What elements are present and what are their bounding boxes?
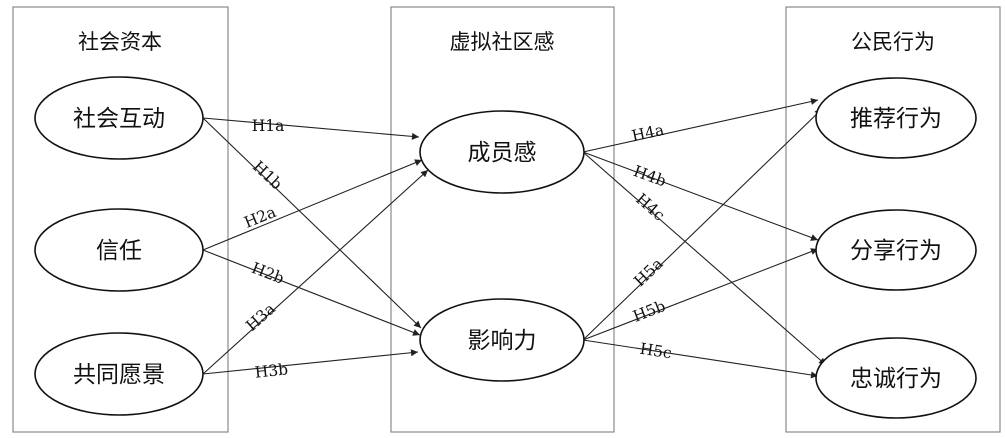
- node-shared-vision: 共同愿景: [34, 332, 204, 416]
- edge-h3a: [202, 169, 429, 375]
- node-membership-label: 成员感: [468, 140, 537, 166]
- node-share-behavior-label: 分享行为: [850, 238, 942, 264]
- citizenship-behavior-group: [785, 6, 1001, 433]
- edge-h2a: [202, 159, 423, 251]
- social-capital-group: [12, 6, 229, 433]
- edge-h1b: [202, 117, 422, 329]
- edge-h3b: [202, 349, 419, 375]
- virtual-community-group: [390, 6, 615, 433]
- edge-h5c: [582, 339, 819, 379]
- social-capital-title: 社会资本: [78, 30, 162, 54]
- citizenship-behavior-title: 公民行为: [851, 30, 935, 54]
- node-social-interaction: 社会互动: [34, 76, 204, 160]
- edge-label-h3a: H3a: [243, 300, 279, 335]
- node-social-interaction-label: 社会互动: [73, 106, 165, 132]
- node-share-behavior: 分享行为: [815, 209, 977, 291]
- edge-label-h2b: H2b: [249, 259, 287, 288]
- edge-label-h5a: H5a: [631, 255, 667, 291]
- node-loyalty-behavior-label: 忠诚行为: [850, 366, 942, 392]
- node-recommend-behavior-label: 推荐行为: [850, 106, 942, 132]
- edge-h5b: [582, 248, 819, 341]
- edge-h4b: [582, 151, 819, 241]
- node-loyalty-behavior: 忠诚行为: [815, 337, 977, 419]
- node-shared-vision-label: 共同愿景: [73, 362, 165, 388]
- edge-label-h5b: H5b: [630, 297, 668, 326]
- edge-h5a: [582, 108, 823, 341]
- edge-label-h1b: H1b: [249, 157, 286, 193]
- edge-label-h4c: H4c: [632, 190, 668, 225]
- edge-label-h5c: H5c: [639, 340, 673, 363]
- node-influence-label: 影响力: [468, 328, 537, 354]
- edge-label-h1a: H1a: [252, 117, 285, 135]
- edge-h1a: [202, 117, 420, 140]
- edge-h2b: [202, 249, 421, 336]
- edge-label-h2a: H2a: [242, 203, 279, 232]
- node-recommend-behavior: 推荐行为: [815, 77, 977, 159]
- node-influence: 影响力: [419, 298, 585, 382]
- node-trust-label: 信任: [96, 238, 142, 264]
- edge-label-h3b: H3b: [254, 360, 289, 381]
- virtual-community-title: 虚拟社区感: [450, 30, 555, 54]
- edge-h4c: [582, 151, 827, 366]
- node-trust: 信任: [34, 208, 204, 292]
- node-membership: 成员感: [419, 110, 585, 194]
- edge-label-h4a: H4a: [630, 121, 666, 145]
- edge-h4a: [582, 98, 819, 153]
- edge-label-h4b: H4b: [631, 162, 669, 190]
